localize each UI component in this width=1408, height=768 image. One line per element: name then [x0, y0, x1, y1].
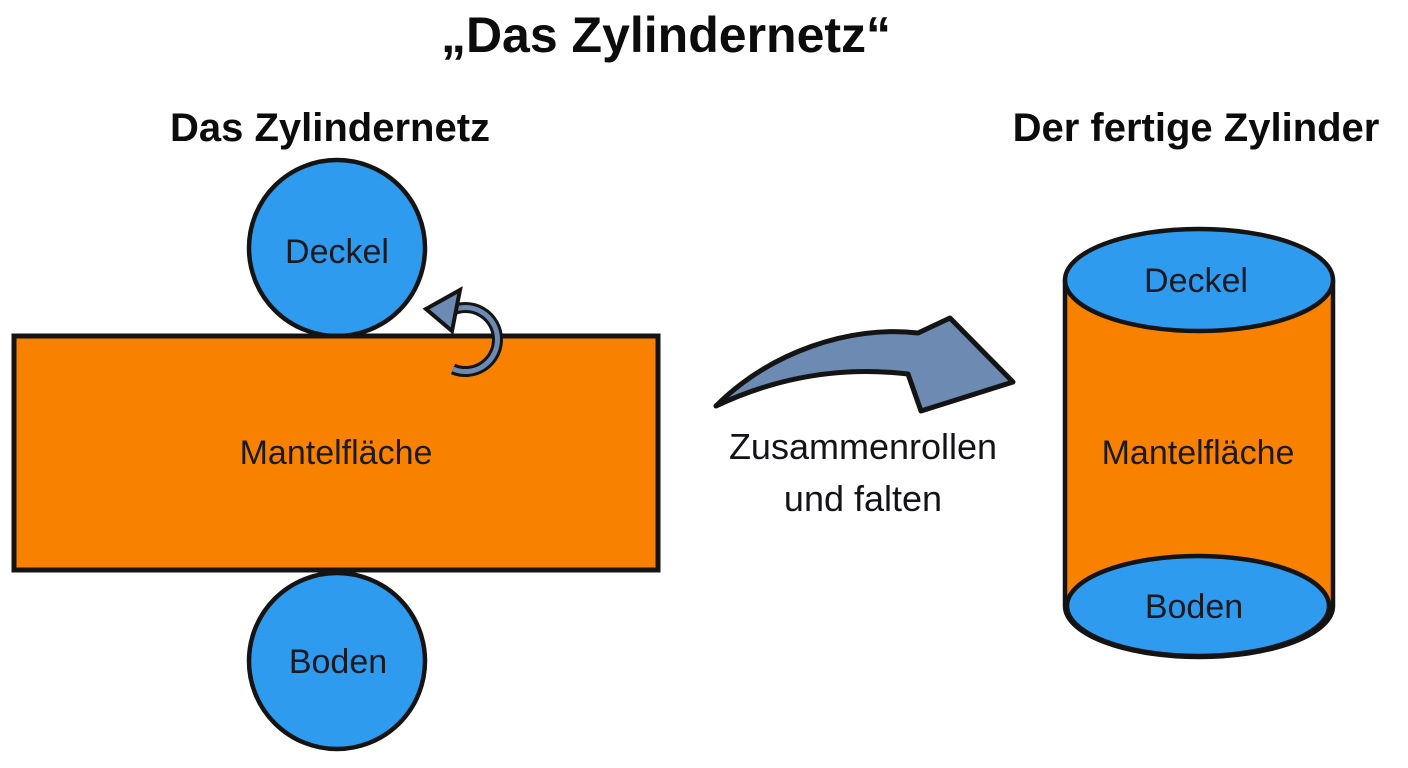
cylinder-base-ellipse — [1064, 553, 1332, 659]
page-title: „Das Zylindernetz“ — [441, 7, 891, 63]
net-base-label: Boden — [289, 643, 387, 681]
net-base-circle — [246, 570, 428, 752]
transform-arrow-icon — [713, 315, 1016, 414]
cylinder-body-label: Mantelfläche — [1102, 434, 1295, 472]
net-lateral-surface-rect — [11, 333, 661, 573]
cylinder-lid-ellipse — [1062, 226, 1336, 334]
net-heading: Das Zylindernetz — [170, 106, 490, 150]
transform-section: Zusammenrollen und falten — [713, 315, 1016, 519]
transform-caption-line2: und falten — [784, 478, 942, 519]
roll-arrow-head — [422, 286, 463, 335]
cylinder-lid-label: Deckel — [1144, 262, 1248, 300]
net-lateral-surface-label: Mantelfläche — [240, 434, 433, 472]
roll-direction-arrow-icon — [422, 286, 503, 378]
transform-caption-line1: Zusammenrollen — [729, 426, 997, 467]
net-lid-label: Deckel — [285, 233, 389, 271]
roll-arrow-arc — [449, 305, 500, 375]
cylinder-net-diagram: Das Zylindernetz Deckel Mantelfläche Bod… — [11, 106, 661, 752]
finished-cylinder-diagram: Der fertige Zylinder Boden Deckel Mantel… — [1013, 106, 1380, 660]
cylinder-heading: Der fertige Zylinder — [1013, 106, 1380, 150]
cylinder-base-label: Boden — [1145, 588, 1243, 626]
